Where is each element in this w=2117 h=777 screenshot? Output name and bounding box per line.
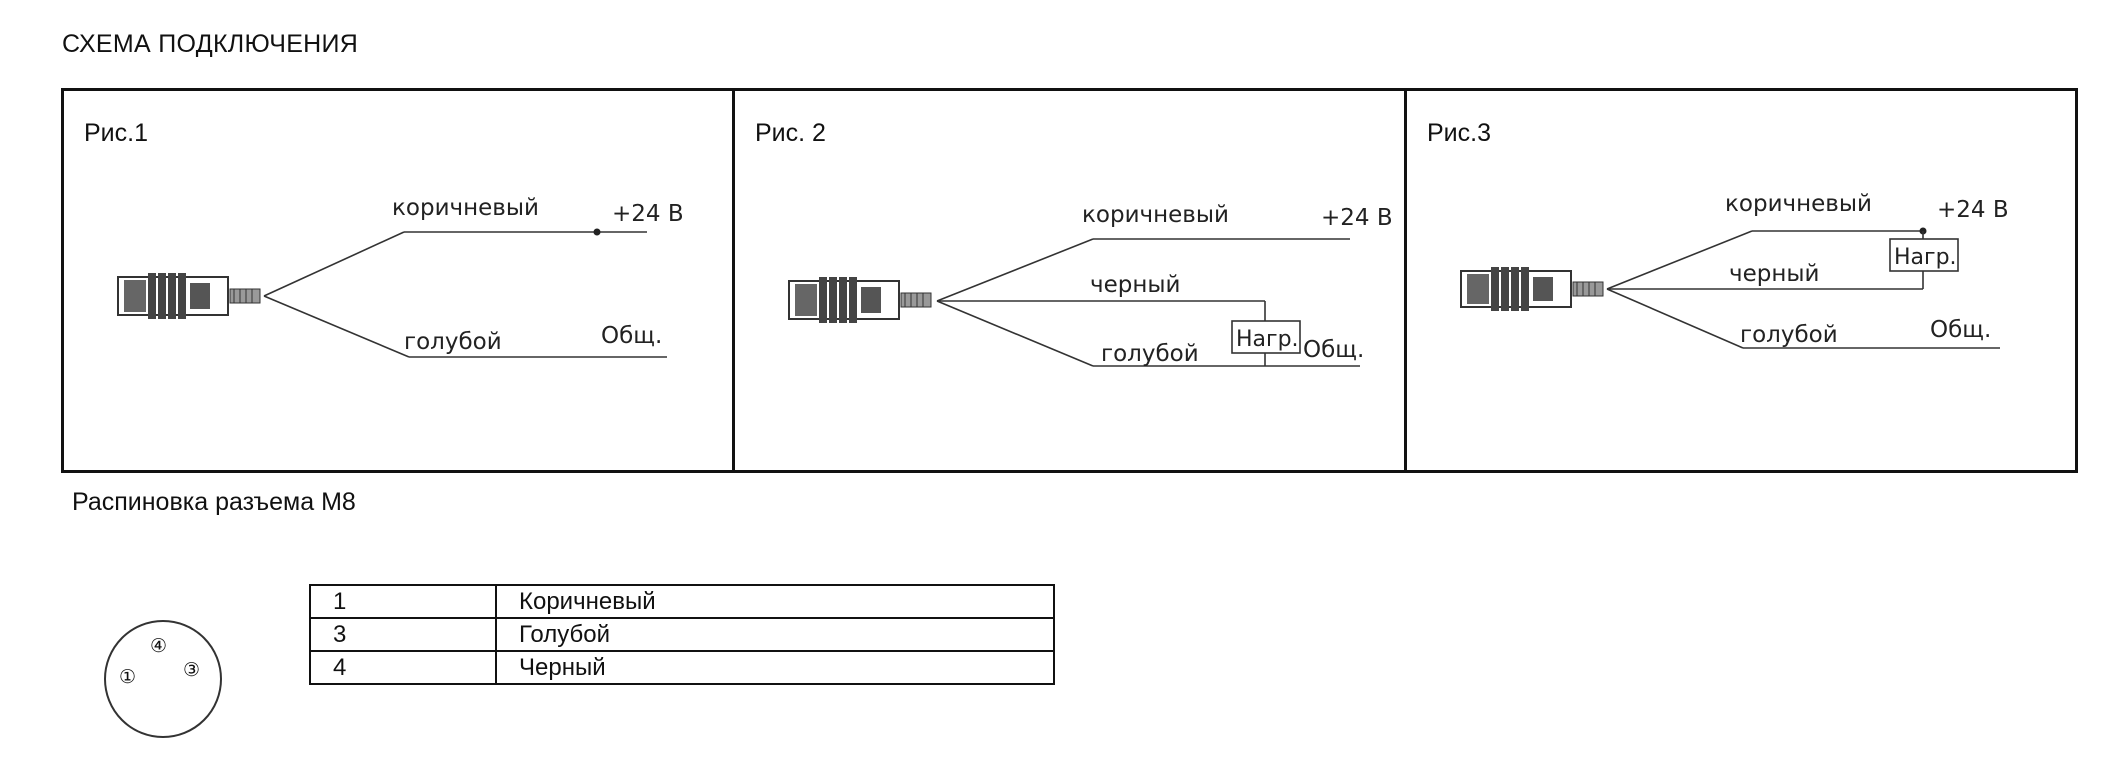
terminal-dot bbox=[593, 228, 601, 236]
table-row: 1 Коричневый bbox=[309, 584, 1055, 619]
pin-number: 3 bbox=[309, 617, 497, 652]
wire-color: Черный bbox=[495, 650, 1055, 685]
wire-label-brown: коричневый bbox=[1082, 202, 1229, 228]
figure-2-panel: Рис. 2 Нагр. коричневый +24 В черный гол… bbox=[735, 91, 1404, 470]
panel-divider bbox=[732, 88, 735, 473]
figure-3-schematic: Нагр. коричневый +24 В черный голубой Об… bbox=[1460, 191, 2009, 349]
wire-label-brown: коричневый bbox=[392, 195, 539, 221]
figure-1-label: Рис.1 bbox=[84, 119, 148, 147]
table-row: 3 Голубой bbox=[309, 617, 1055, 652]
terminal-plus24: +24 В bbox=[1321, 205, 1393, 231]
wire-blue bbox=[1606, 288, 1744, 349]
sensor-icon bbox=[788, 277, 932, 323]
table-row: 4 Черный bbox=[309, 650, 1055, 685]
figure-1-panel: Рис.1 коричневый +24 В голубой Общ. bbox=[64, 91, 732, 470]
pinout-table: 1 Коричневый 3 Голубой 4 Черный bbox=[309, 584, 1055, 685]
wire-blue bbox=[263, 295, 410, 358]
wire-label-black: черный bbox=[1090, 272, 1180, 298]
terminal-common: Общ. bbox=[601, 323, 662, 349]
wire-label-blue: голубой bbox=[1740, 322, 1838, 348]
wire-label-brown: коричневый bbox=[1725, 191, 1872, 217]
panel-divider bbox=[1404, 88, 1407, 473]
pinout-title: Распиновка разъема М8 bbox=[72, 488, 356, 516]
wire-color: Коричневый bbox=[495, 584, 1055, 619]
load-label: Нагр. bbox=[1894, 245, 1957, 270]
connector-m8-diagram: ① ③ ④ bbox=[104, 620, 222, 738]
sensor-icon bbox=[1460, 267, 1604, 311]
wire-color: Голубой bbox=[495, 617, 1055, 652]
page-title: СХЕМА ПОДКЛЮЧЕНИЯ bbox=[62, 30, 359, 58]
diagram-frame bbox=[61, 88, 2078, 473]
wire-label-black: черный bbox=[1729, 261, 1819, 287]
terminal-common: Общ. bbox=[1303, 337, 1364, 363]
pin-number: 1 bbox=[309, 584, 497, 619]
terminal-common: Общ. bbox=[1930, 317, 1991, 343]
wire-blue bbox=[936, 300, 1094, 367]
connector-outline bbox=[104, 620, 222, 738]
sensor-icon bbox=[117, 273, 261, 319]
connector-pin-3: ③ bbox=[183, 659, 200, 681]
figure-3-panel: Рис.3 Нагр. коричневый +24 В черный го bbox=[1407, 91, 2075, 470]
figure-3-label: Рис.3 bbox=[1427, 119, 1491, 147]
terminal-plus24: +24 В bbox=[1937, 197, 2009, 223]
wire-brown bbox=[1606, 230, 1753, 290]
connector-pin-4: ④ bbox=[150, 635, 167, 657]
wire-label-blue: голубой bbox=[1101, 341, 1199, 367]
terminal-plus24: +24 В bbox=[612, 201, 684, 227]
figure-2-schematic: Нагр. коричневый +24 В черный голубой Об… bbox=[788, 202, 1393, 367]
wire-brown bbox=[263, 231, 405, 297]
figure-1-schematic: коричневый +24 В голубой Общ. bbox=[117, 195, 684, 358]
load-label: Нагр. bbox=[1236, 327, 1299, 352]
figure-2-label: Рис. 2 bbox=[755, 119, 826, 147]
pin-number: 4 bbox=[309, 650, 497, 685]
wire-label-blue: голубой bbox=[404, 329, 502, 355]
load-box bbox=[1889, 238, 1959, 272]
wire-brown bbox=[936, 238, 1094, 302]
load-box bbox=[1231, 320, 1301, 354]
connector-pin-1: ① bbox=[119, 666, 136, 688]
